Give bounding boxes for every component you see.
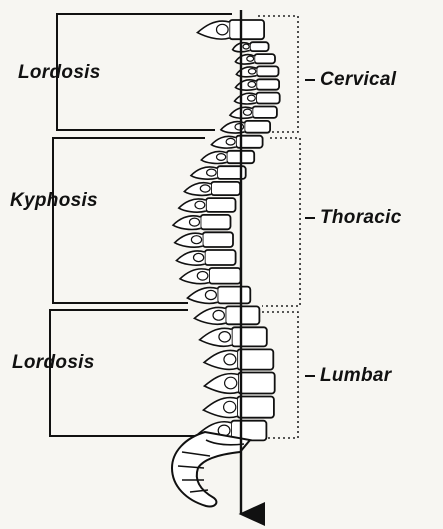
lumbar-label: Lumbar xyxy=(320,365,391,387)
vertebra xyxy=(236,66,278,76)
vertebra xyxy=(179,198,236,212)
thoracic-label: Thoracic xyxy=(320,207,402,229)
vertebra xyxy=(180,268,241,284)
vertebra xyxy=(201,151,254,164)
region-ticks xyxy=(305,80,315,376)
upper-lordosis-label: Lordosis xyxy=(18,62,101,84)
vertebra xyxy=(173,215,230,230)
vertebral-column xyxy=(173,20,280,440)
sacrum xyxy=(172,432,250,506)
vertebra xyxy=(194,306,259,324)
vertebra xyxy=(204,349,273,369)
vertebra xyxy=(191,166,246,179)
vertebra xyxy=(200,327,267,346)
vertebra xyxy=(211,136,262,148)
thoracic-bracket xyxy=(262,138,300,306)
vertebra xyxy=(204,373,274,394)
vertebra xyxy=(197,20,264,39)
vertebra xyxy=(203,397,274,418)
vertebra xyxy=(233,42,269,52)
vertebra xyxy=(221,121,270,133)
vertebra xyxy=(184,182,240,195)
vertebra xyxy=(175,232,233,247)
vertebra xyxy=(176,250,235,265)
kyphosis-label: Kyphosis xyxy=(10,190,98,212)
cervical-label: Cervical xyxy=(320,69,396,91)
lower-lordosis-label: Lordosis xyxy=(12,352,95,374)
vertebra xyxy=(230,107,277,119)
